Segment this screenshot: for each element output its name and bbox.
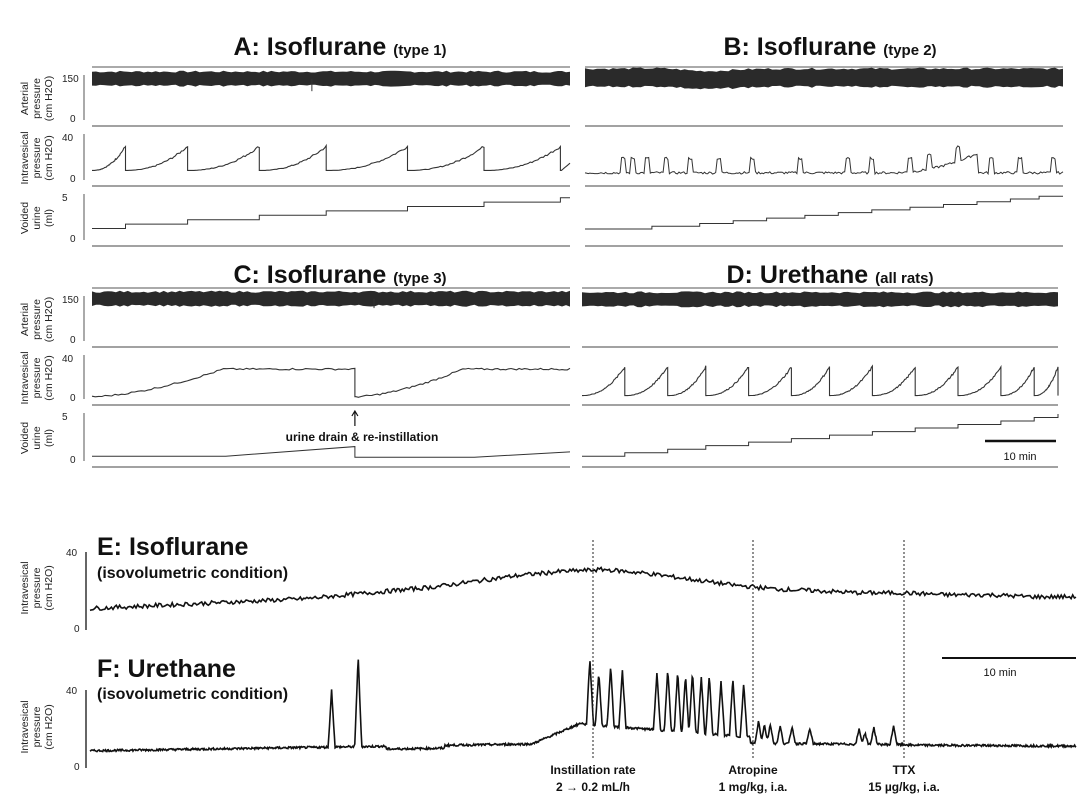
arterial-trace-A — [92, 70, 570, 87]
tick-top-A-0: 150 — [62, 74, 79, 85]
panel-subtitle-F: (isovolumetric condition) — [97, 686, 288, 703]
scale-bar-label-D: 10 min — [1003, 451, 1036, 463]
ylabel-C-1-line: pressure — [31, 357, 43, 398]
ylabel-C-1-line: (cm H2O) — [43, 355, 55, 401]
tick-bottom-A-2: 0 — [70, 234, 76, 245]
panel-title-F: F: Urethane — [97, 655, 236, 683]
annotation-arrow — [351, 409, 359, 426]
voided-urine-trace-A — [92, 197, 570, 229]
panel-title-suffix-B: (type 2) — [883, 42, 936, 59]
event-sublabel-1: 1 mg/kg, i.a. — [719, 780, 788, 794]
intravesical-trace-A — [92, 143, 571, 171]
annotation-label: urine drain & re-instillation — [286, 430, 439, 444]
tick-bottom-A-1: 0 — [70, 174, 76, 185]
voided-urine-trace-C — [92, 446, 571, 458]
panel-subtitle-E: (isovolumetric condition) — [97, 565, 288, 582]
ylabel-C-2-line: urine — [31, 426, 43, 450]
arterial-trace-B — [585, 67, 1063, 90]
tick-bottom-E: 0 — [74, 624, 80, 635]
tick-bottom-C-1: 0 — [70, 393, 76, 404]
ylabel-C-2-line: Voided — [19, 422, 31, 454]
trace-E — [89, 566, 1077, 612]
voided-urine-trace-D — [582, 414, 1059, 457]
ylabel-F-line: Intravesical — [19, 700, 31, 753]
trace-F — [89, 659, 1077, 753]
event-sublabel-2: 15 µg/kg, i.a. — [868, 780, 940, 794]
event-label-0: Instillation rate — [550, 763, 636, 777]
panel-title-B: B: Isoflurane (type 2) — [723, 33, 936, 61]
ylabel-F-line: (cm H2O) — [43, 704, 55, 750]
ylabel-C-0-line: (cm H2O) — [43, 297, 55, 343]
ylabel-A-0-line: pressure — [31, 78, 43, 119]
event-label-2: TTX — [893, 763, 916, 777]
panel-title-suffix-C: (type 3) — [393, 270, 446, 287]
event-label-1: Atropine — [728, 763, 778, 777]
panel-title-C: C: Isoflurane (type 3) — [233, 261, 446, 289]
ylabel-F-line: pressure — [31, 706, 43, 747]
ylabel-C-0-line: Arterial — [19, 303, 31, 336]
tick-top-A-1: 40 — [62, 133, 74, 144]
ylabel-A-2-line: Voided — [19, 202, 31, 234]
ylabel-C-1-line: Intravesical — [19, 351, 31, 404]
tick-top-F: 40 — [66, 686, 78, 697]
ylabel-E-line: Intravesical — [19, 561, 31, 614]
intravesical-trace-D — [582, 364, 1059, 397]
ylabel-C-2-line: (ml) — [43, 429, 55, 447]
intravesical-trace-C — [91, 367, 571, 398]
tick-bottom-A-0: 0 — [70, 114, 76, 125]
ylabel-A-2-line: (ml) — [43, 209, 55, 227]
ylabel-E-line: (cm H2O) — [43, 565, 55, 611]
panel-title-suffix-A: (type 1) — [393, 42, 446, 59]
ylabel-E-line: pressure — [31, 567, 43, 608]
panel-title-E: E: Isoflurane — [97, 533, 249, 561]
ylabel-A-0-line: (cm H2O) — [43, 76, 55, 122]
ylabel-A-1-line: pressure — [31, 137, 43, 178]
arterial-trace-C — [92, 290, 570, 307]
tick-bottom-C-2: 0 — [70, 455, 76, 466]
traces-layer — [83, 66, 1077, 768]
intravesical-trace-B — [584, 145, 1064, 176]
tick-bottom-F: 0 — [74, 762, 80, 773]
ylabel-A-1-line: Intravesical — [19, 131, 31, 184]
tick-top-A-2: 5 — [62, 193, 68, 204]
panel-title-D: D: Urethane (all rats) — [727, 261, 934, 289]
ylabel-A-2-line: urine — [31, 206, 43, 230]
event-sublabel-0: 2 → 0.2 mL/h — [556, 780, 630, 794]
tick-bottom-C-0: 0 — [70, 335, 76, 346]
tick-top-E: 40 — [66, 548, 78, 559]
panel-title-A: A: Isoflurane (type 1) — [233, 33, 446, 61]
tick-top-C-1: 40 — [62, 354, 74, 365]
tick-top-C-2: 5 — [62, 412, 68, 423]
arterial-trace-D — [582, 291, 1058, 308]
voided-urine-trace-B — [585, 195, 1063, 230]
scale-bar-label-F: 10 min — [983, 667, 1016, 679]
tick-top-C-0: 150 — [62, 295, 79, 306]
panel-title-suffix-D: (all rats) — [875, 270, 933, 287]
ylabel-C-0-line: pressure — [31, 299, 43, 340]
ylabel-A-0-line: Arterial — [19, 82, 31, 115]
ylabel-A-1-line: (cm H2O) — [43, 135, 55, 181]
